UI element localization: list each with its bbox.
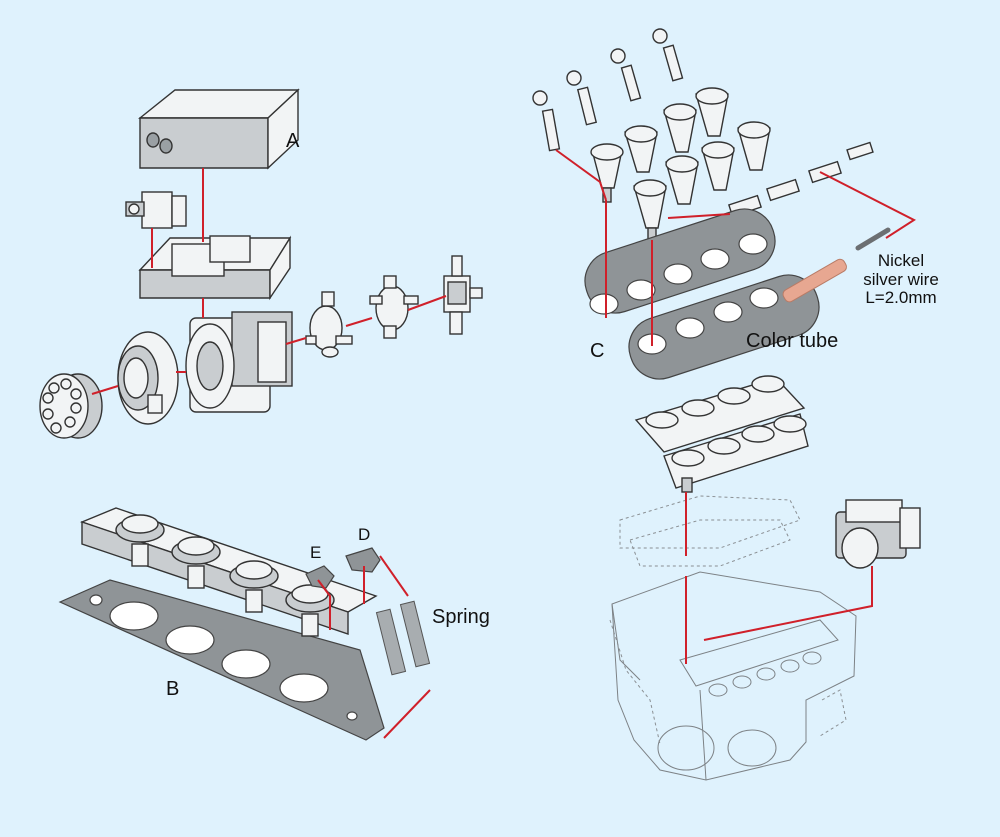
- linkage-rod-1: [532, 90, 561, 152]
- coil-4: [285, 584, 335, 637]
- engine-assembly: [609, 375, 921, 781]
- coil-rail: [80, 507, 378, 637]
- part-d-bracket: [345, 547, 381, 573]
- distributor-assembly: [39, 88, 483, 439]
- label-nickel-line1: Nickel: [877, 251, 925, 270]
- linkage-rod-4: [652, 28, 684, 82]
- connector-plug: [125, 191, 187, 229]
- coil-pack-assembly: [58, 507, 431, 741]
- installed-intake: [634, 375, 809, 493]
- trumpet-5: [737, 121, 771, 171]
- label-nickel-line3: L=2.0mm: [865, 288, 937, 308]
- part-a-cover: [138, 88, 300, 170]
- trumpet-7: [665, 155, 699, 205]
- label-a: A: [286, 130, 300, 152]
- base-plate: [138, 235, 292, 301]
- rotor-piece-2: [369, 275, 419, 339]
- part-c-gasket-plate-2: [628, 274, 820, 380]
- trumpet-4: [695, 87, 729, 137]
- label-e: E: [310, 543, 322, 562]
- installed-distributor: [835, 499, 921, 569]
- trumpet-8: [633, 179, 667, 241]
- color-tube: [782, 258, 847, 303]
- linkage-rod-2: [566, 70, 598, 126]
- spring-2: [399, 600, 431, 668]
- part-c-gasket-plate-1: [584, 208, 776, 315]
- linkage-rod-3: [610, 48, 642, 102]
- rotor-piece-1: [305, 291, 353, 358]
- intake-trumpet-assembly: [532, 28, 917, 380]
- linkage-rods: [532, 28, 684, 152]
- label-d: D: [358, 525, 371, 544]
- part-e-bracket: [305, 565, 335, 589]
- trumpet-6: [701, 141, 735, 191]
- coil-3: [229, 560, 279, 613]
- nickel-silver-wire: [855, 227, 891, 251]
- part-b-gasket: [58, 579, 385, 741]
- trumpet-2: [624, 125, 658, 173]
- engine-block: [609, 571, 857, 781]
- label-spring: Spring: [432, 606, 490, 628]
- distributor-body: [185, 311, 293, 413]
- trumpet-3: [663, 103, 697, 153]
- label-color-tube: Color tube: [746, 330, 839, 352]
- label-c: C: [590, 340, 605, 362]
- distributor-cap: [39, 373, 103, 439]
- rotor-piece-3: [443, 255, 483, 335]
- label-nickel-silver-wire: Nickel silver wire L=2.0mm: [836, 251, 966, 308]
- coil-2: [171, 536, 221, 589]
- coil-1: [115, 514, 165, 567]
- spring-1: [375, 608, 407, 676]
- label-b: B: [166, 678, 180, 700]
- flange-ring: [117, 331, 179, 425]
- trumpet-1: [590, 143, 624, 203]
- label-nickel-line2: silver wire: [863, 269, 939, 289]
